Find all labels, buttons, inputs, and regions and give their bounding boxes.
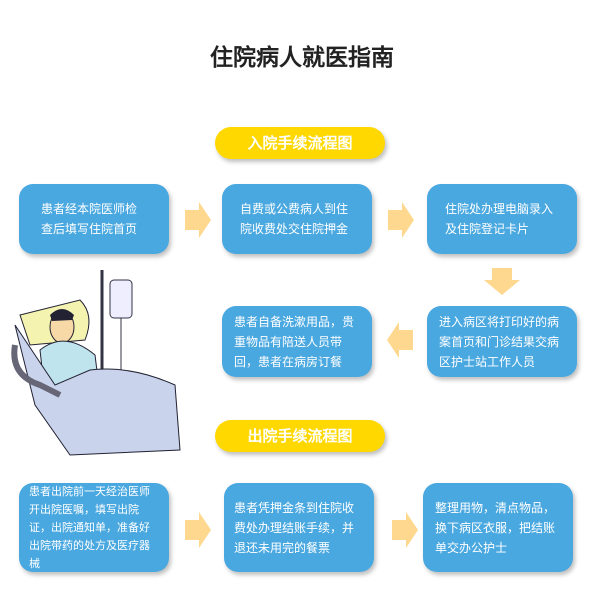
page-title: 住院病人就医指南 <box>210 45 394 71</box>
admission-step-5: 患者自备洗漱用品，贵重物品有陪送人员带回，患者在病房订餐 <box>222 306 372 377</box>
arrow-right-icon <box>185 202 211 238</box>
admission-step-4: 进入病区将打印好的病案首页和门诊结果交病区护士站工作人员 <box>427 306 577 377</box>
arrow-right-icon <box>388 202 414 238</box>
admission-step-1: 患者经本院医师检查后填写住院首页 <box>19 184 169 254</box>
discharge-heading: 出院手续流程图 <box>215 420 385 452</box>
discharge-step-3: 整理用物，清点物品，换下病区衣服，把结账单交办公护士 <box>423 483 573 572</box>
admission-heading: 入院手续流程图 <box>215 127 385 159</box>
discharge-step-2: 患者凭押金条到住院收费处办理结账手续，并退还未用完的餐票 <box>224 483 374 572</box>
patient-in-bed-illustration <box>11 270 181 456</box>
arrow-left-icon <box>387 322 413 358</box>
arrow-right-icon <box>185 512 211 548</box>
admission-step-2: 自费或公费病人到住院收费处交住院押金 <box>222 184 372 254</box>
arrow-right-icon <box>392 512 418 548</box>
admission-step-3: 住院处办理电脑录入及住院登记卡片 <box>427 184 577 254</box>
arrow-down-icon <box>484 268 520 295</box>
discharge-step-1: 患者出院前一天经治医师开出院医嘱，填写出院证，出院通知单，准备好出院带药的处方及… <box>19 483 169 572</box>
